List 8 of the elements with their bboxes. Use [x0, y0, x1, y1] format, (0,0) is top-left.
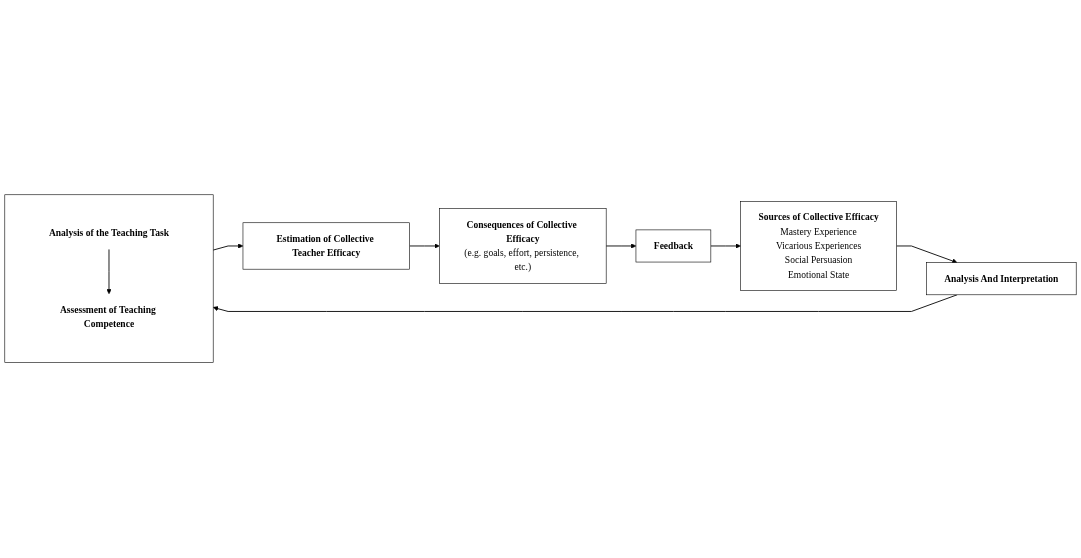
node-box: Sources of Collective Efficacy Mastery Experience Vicarious Experiences Social Persuasion Emotional State — [740, 201, 897, 292]
node-text: Assessment of Teaching Competence — [59, 304, 156, 330]
node-box: Feedback — [635, 229, 712, 263]
cluster — [4, 194, 214, 364]
node-text: Analysis of the Teaching Task — [48, 228, 170, 239]
node-box: Analysis And Interpretation — [926, 262, 1077, 296]
node-box: Estimation of Collective Teacher Efficacy — [242, 222, 410, 270]
node-box: Consequences of Collective Efficacy (e.g. goals, effort, persistence, etc.) — [439, 208, 607, 285]
